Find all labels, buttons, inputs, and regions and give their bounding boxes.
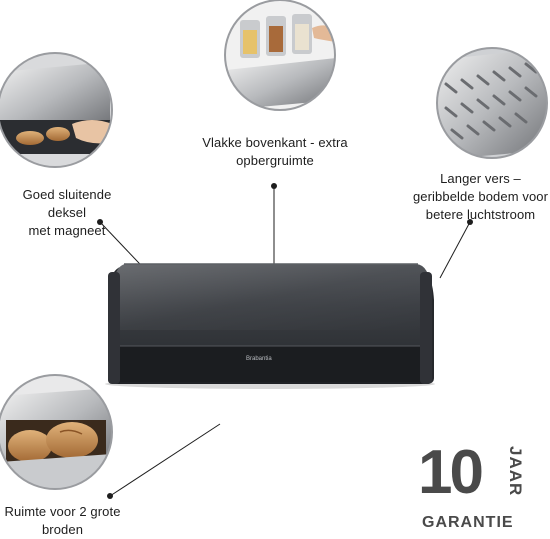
feature-text: broden: [41, 522, 84, 537]
feature-label-capacity: Ruimte voor 2 grote broden: [0, 503, 125, 539]
feature-text: Goed sluitende deksel: [22, 187, 112, 220]
feature-text: met magneet: [28, 223, 106, 238]
brand-logo: Brabantia: [246, 356, 272, 362]
warranty-label: GARANTIE: [422, 514, 514, 531]
detail-lid-magnet: [0, 52, 113, 168]
warranty-unit: JAAR: [506, 446, 525, 497]
pointer-dot-icon: [107, 493, 113, 499]
feature-label-flat-top: Vlakke bovenkant - extra opbergruimte: [180, 134, 370, 170]
feature-label-lid: Goed sluitende deksel met magneet: [2, 186, 132, 240]
feature-text: betere luchtstroom: [425, 207, 536, 222]
bread-bin: [105, 263, 435, 389]
feature-text: Vlakke bovenkant - extra: [202, 135, 348, 150]
pointer-dots: [97, 183, 473, 499]
detail-two-loaves: [0, 374, 113, 490]
feature-text: opbergruimte: [236, 153, 314, 168]
pointer-dot-icon: [467, 219, 473, 225]
detail-ribbed-bottom: [436, 47, 548, 159]
feature-text: Ruimte voor 2 grote: [4, 504, 121, 519]
warranty-number: 10: [418, 438, 484, 507]
detail-flat-top: [224, 0, 336, 111]
pointer-dot-icon: [271, 183, 277, 189]
warranty-badge-icon: 10 JAAR GARANTIE: [418, 438, 548, 538]
pointer-dot-icon: [97, 219, 103, 225]
feature-text: geribbelde bodem voor: [412, 189, 549, 204]
feature-label-ribbed-bottom: Langer vers – geribbelde bodem voor bete…: [408, 170, 550, 224]
feature-text: Langer vers –: [440, 171, 521, 186]
